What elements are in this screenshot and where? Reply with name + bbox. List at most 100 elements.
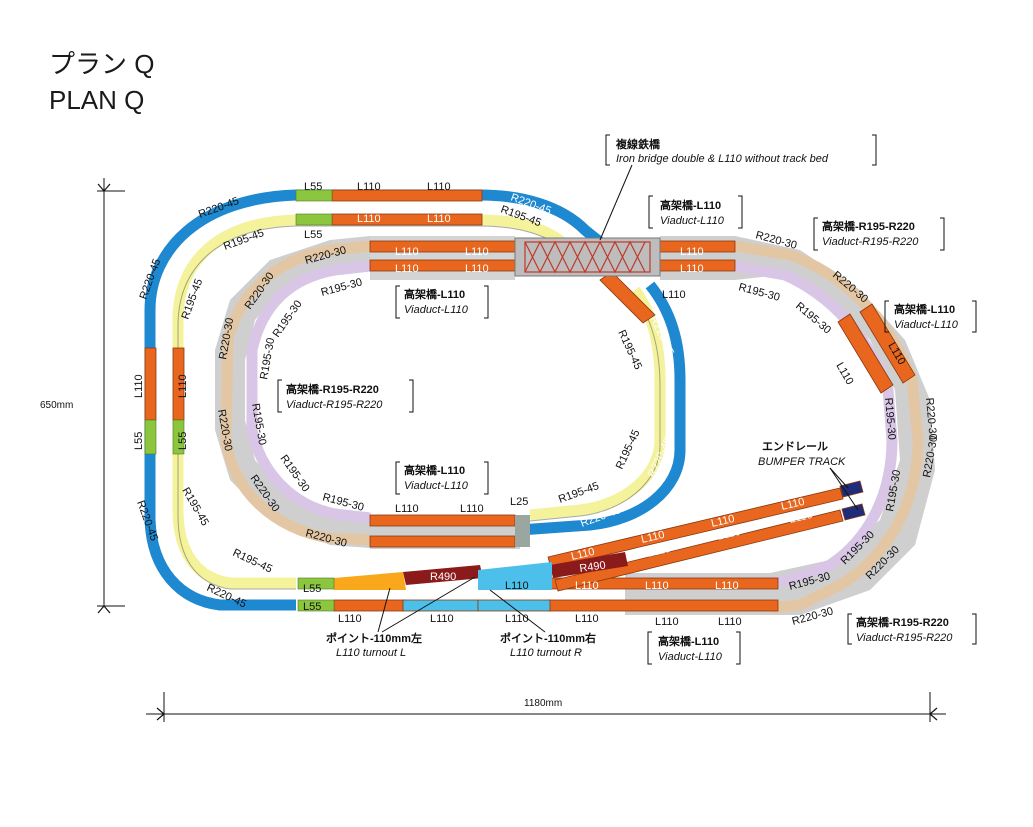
svg-text:高架橋-L110: 高架橋-L110: [894, 302, 955, 316]
svg-text:Viaduct-L110: Viaduct-L110: [404, 304, 469, 316]
height-dimension: 650mm: [40, 178, 125, 614]
svg-text:L110: L110: [715, 580, 739, 592]
svg-text:L110: L110: [780, 496, 806, 513]
svg-text:L110: L110: [718, 616, 742, 628]
svg-text:L110: L110: [357, 181, 381, 193]
svg-text:L110: L110: [357, 213, 381, 225]
svg-text:L110: L110: [680, 263, 704, 275]
svg-text:L55: L55: [304, 181, 322, 193]
svg-text:L110: L110: [177, 374, 189, 398]
svg-text:R220-45: R220-45: [134, 499, 160, 543]
annotation-turnout-left: ポイント-110mm左 L110 turnout L: [326, 576, 476, 659]
svg-text:Viaduct-R195-R220: Viaduct-R195-R220: [856, 632, 953, 644]
svg-text:L110: L110: [133, 374, 145, 398]
svg-text:L110: L110: [465, 263, 489, 275]
annotation-viaduct-bottom: 高架橋-L110 Viaduct-L110: [647, 631, 741, 665]
svg-text:R195-45: R195-45: [231, 547, 274, 576]
right-loop-purple: [734, 260, 898, 588]
annotation-viaduct-top: 高架橋-L110 Viaduct-L110: [648, 195, 743, 229]
outer-loop-blue: [144, 189, 686, 611]
svg-text:L55: L55: [133, 432, 145, 450]
svg-text:R195-30: R195-30: [258, 337, 277, 381]
svg-text:L55: L55: [304, 229, 322, 241]
svg-text:L110: L110: [460, 503, 484, 515]
svg-text:R195-45: R195-45: [179, 486, 210, 529]
annotation-viaduct-inner-bottom: 高架橋-L110 Viaduct-L110: [395, 461, 489, 495]
svg-text:L55: L55: [177, 432, 189, 450]
svg-text:L110: L110: [710, 513, 736, 530]
svg-text:R195-30: R195-30: [737, 281, 781, 304]
svg-text:Iron bridge double & L110 with: Iron bridge double & L110 without track …: [616, 153, 829, 165]
svg-text:L110: L110: [570, 546, 596, 563]
svg-text:L110: L110: [662, 289, 686, 301]
l25-piece: [515, 515, 530, 547]
svg-text:高架橋-R195-R220: 高架橋-R195-R220: [856, 615, 949, 629]
svg-text:R195-45: R195-45: [557, 480, 601, 506]
svg-text:L25: L25: [510, 496, 528, 508]
svg-text:L110: L110: [430, 613, 454, 625]
height-label: 650mm: [40, 400, 73, 411]
svg-text:Viaduct-L110: Viaduct-L110: [660, 215, 725, 227]
svg-text:高架橋-R195-R220: 高架橋-R195-R220: [286, 382, 379, 396]
svg-text:高架橋-L110: 高架橋-L110: [404, 287, 465, 301]
svg-text:L110: L110: [395, 263, 419, 275]
svg-text:L110: L110: [575, 613, 599, 625]
svg-text:高架橋-R195-R220: 高架橋-R195-R220: [822, 219, 915, 233]
plan-title-en: PLAN Q: [49, 85, 145, 115]
l55-pieces: [144, 189, 335, 612]
svg-text:Viaduct-R195-R220: Viaduct-R195-R220: [822, 236, 919, 248]
svg-text:L110: L110: [575, 580, 599, 592]
svg-text:L110: L110: [395, 246, 419, 258]
svg-text:高架橋-L110: 高架橋-L110: [404, 463, 465, 477]
svg-text:L110: L110: [645, 580, 669, 592]
plan-title: プラン Q PLAN Q: [49, 46, 154, 118]
svg-text:R195-30: R195-30: [320, 276, 364, 299]
svg-text:L110: L110: [716, 526, 742, 543]
svg-text:L110: L110: [833, 361, 855, 387]
svg-text:L110: L110: [395, 503, 419, 515]
svg-text:Viaduct-R195-R220: Viaduct-R195-R220: [286, 399, 383, 411]
svg-text:BUMPER TRACK: BUMPER TRACK: [758, 456, 846, 468]
inner-loop-purple: [246, 260, 371, 524]
svg-text:L110: L110: [646, 543, 672, 560]
svg-text:R220-30: R220-30: [923, 397, 939, 440]
svg-text:Viaduct-L110: Viaduct-L110: [658, 651, 723, 663]
turnout-right-piece: [478, 562, 552, 590]
svg-text:L110 turnout R: L110 turnout R: [510, 647, 582, 659]
svg-text:高架橋-L110: 高架橋-L110: [658, 634, 719, 648]
annotation-iron-bridge: 複線鉄橋 Iron bridge double & L110 without t…: [599, 134, 877, 241]
svg-text:R195-45: R195-45: [614, 428, 643, 471]
svg-text:高架橋-L110: 高架橋-L110: [660, 198, 721, 212]
svg-text:R490: R490: [579, 559, 607, 575]
width-dimension: 1180mm: [146, 692, 946, 722]
inner-loop-tan: [220, 240, 371, 546]
svg-text:Viaduct-L110: Viaduct-L110: [404, 480, 469, 492]
annotation-viaduct-inner-top: 高架橋-L110 Viaduct-L110: [395, 285, 489, 319]
svg-text:L110: L110: [427, 213, 451, 225]
plan-title-jp: プラン Q: [49, 49, 155, 79]
annotation-viaduct-r195-top: 高架橋-R195-R220 Viaduct-R195-R220: [813, 217, 945, 251]
svg-text:ポイント-110mm右: ポイント-110mm右: [500, 631, 596, 645]
r490-left: [403, 565, 483, 585]
svg-text:L110: L110: [680, 246, 704, 258]
annotation-viaduct-r195-left: 高架橋-R195-R220 Viaduct-R195-R220: [277, 379, 414, 413]
annotation-turnout-right: ポイント-110mm右 L110 turnout R: [489, 589, 596, 659]
svg-text:L110: L110: [655, 616, 679, 628]
svg-text:L110: L110: [338, 613, 362, 625]
svg-text:L110: L110: [640, 529, 666, 546]
svg-text:L110: L110: [505, 580, 529, 592]
width-label: 1180mm: [524, 698, 562, 709]
svg-text:L110: L110: [427, 181, 451, 193]
annotation-viaduct-r195-bottom: 高架橋-R195-R220 Viaduct-R195-R220: [847, 613, 977, 645]
svg-text:R195-45: R195-45: [615, 328, 644, 371]
svg-text:L110 turnout L: L110 turnout L: [336, 647, 406, 659]
iron-bridge: [514, 237, 661, 277]
svg-text:エンドレール: エンドレール: [762, 440, 828, 453]
svg-text:ポイント-110mm左: ポイント-110mm左: [326, 631, 422, 645]
r490-right: [550, 552, 628, 578]
svg-text:L110: L110: [505, 613, 529, 625]
diagonal-right-l110: [599, 271, 916, 394]
straight-sections: [144, 189, 779, 612]
annotation-viaduct-right: 高架橋-L110 Viaduct-L110: [884, 300, 977, 333]
